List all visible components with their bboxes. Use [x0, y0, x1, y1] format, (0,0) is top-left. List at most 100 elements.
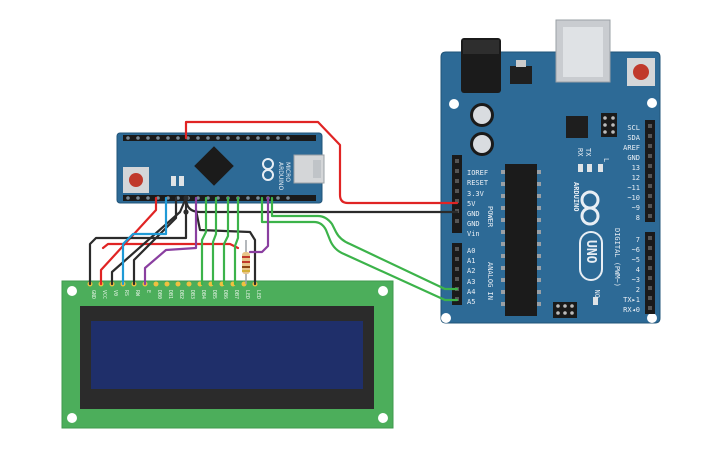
analog-header-label: ANALOG IN	[486, 262, 494, 300]
micro-led	[179, 176, 184, 186]
wire-green-db5	[211, 196, 218, 286]
lcd-pin-v0: V0	[112, 290, 118, 296]
power-pin-ioref: IOREF	[467, 169, 488, 177]
digital-pin-7: 7	[636, 236, 640, 244]
icsp-header	[601, 113, 617, 137]
power-header-label: POWER	[486, 206, 494, 228]
digital-pin-8: 8	[636, 214, 640, 222]
digital-pin-11: ~11	[627, 184, 640, 192]
arduino-micro-board[interactable]: ARDUINO MICRO	[116, 132, 325, 204]
lcd-pin-vcc: VCC	[101, 290, 107, 299]
lcd-pin-led-anode: LED	[244, 290, 250, 299]
mounting-hole	[67, 286, 77, 296]
wire-green-a4	[270, 196, 459, 291]
digital-pin-rx0: RX◂0	[623, 306, 640, 314]
micro-brand-text: ARDUINO	[277, 162, 284, 191]
digital-pin-12: 12	[632, 174, 640, 182]
arduino-logo	[580, 190, 600, 226]
digital-pin-3: ~3	[632, 276, 640, 284]
uno-brand-text: ARDUINO	[572, 182, 580, 212]
svg-text:UNO: UNO	[583, 240, 598, 264]
digital-header-bottom	[645, 232, 655, 314]
digital-pin-4: 4	[636, 266, 640, 274]
led-label-tx: TX	[584, 148, 592, 157]
wire-green-db6	[222, 196, 230, 286]
analog-pin-a5: A5	[467, 298, 475, 306]
digital-pin-scl: SCL	[627, 124, 640, 132]
digital-pin-10: ~10	[627, 194, 640, 202]
digital-pin-tx1: TX▸1	[623, 296, 640, 304]
power-pin-5v: 5V	[467, 200, 476, 208]
power-pin-3v3: 3.3V	[467, 190, 485, 198]
wire-purple-e	[143, 196, 198, 286]
wire-black-lcd-k	[194, 208, 257, 286]
analog-pin-a4: A4	[467, 288, 475, 296]
voltage-regulator	[510, 66, 532, 84]
analog-pin-a1: A1	[467, 257, 475, 265]
led-label-l: L	[602, 158, 610, 162]
led-tx	[578, 164, 583, 172]
power-pin-gnd-2: GND	[467, 220, 480, 228]
lcd-pin-db4: DB4	[200, 290, 206, 299]
mounting-hole	[449, 99, 459, 109]
digital-pin-2: 2	[636, 286, 640, 294]
led-on	[593, 297, 598, 305]
connection-node	[183, 195, 189, 201]
digital-header-label: DIGITAL (PWM~)	[613, 228, 621, 287]
led-l	[598, 164, 603, 172]
lcd-pin-rs: RS	[123, 290, 129, 296]
digital-header-top	[645, 120, 655, 222]
wire-red-5v	[184, 120, 459, 205]
lcd-pin-db3: DB3	[189, 290, 195, 299]
wire-green-db7	[233, 196, 240, 286]
arduino-uno-board[interactable]: L TX RX ON ARDUINO UNO IOREF RESET 3.3V …	[440, 19, 661, 324]
uno-model-badge: UNO	[579, 231, 603, 281]
analog-header	[452, 243, 462, 305]
mounting-hole	[378, 286, 388, 296]
wire-purple-led	[248, 196, 270, 254]
micro-led	[171, 176, 176, 186]
lcd-module[interactable]: GND VCC V0 RS RW E DB0 DB1 DB2 DB3 DB4 D…	[61, 280, 394, 429]
lcd-pin-rw: RW	[134, 290, 140, 297]
led-rx	[587, 164, 592, 172]
analog-pin-a3: A3	[467, 278, 475, 286]
lcd-pin-e: E	[145, 290, 151, 293]
power-header	[452, 155, 462, 233]
digital-pin-sda: SDA	[627, 134, 640, 142]
micro-model-text: MICRO	[284, 162, 291, 182]
analog-pin-a0: A0	[467, 247, 475, 255]
power-pin-vin: Vin	[467, 230, 480, 238]
lcd-pin-gnd: GND	[90, 290, 96, 299]
digital-pin-9: ~9	[632, 204, 640, 212]
resistor[interactable]	[242, 240, 250, 284]
on-label: ON	[594, 290, 602, 298]
mounting-hole	[378, 413, 388, 423]
mounting-hole	[647, 98, 657, 108]
digital-pin-5: ~5	[632, 256, 640, 264]
digital-pin-aref: AREF	[623, 144, 640, 152]
power-pin-reset: RESET	[467, 179, 489, 187]
mounting-hole	[647, 313, 657, 323]
micro-logo	[262, 158, 274, 181]
wire-black-lcd-rw	[132, 196, 178, 286]
analog-pin-a2: A2	[467, 267, 475, 275]
wire-black-lcd-gnd	[88, 196, 188, 286]
atmega-chip	[505, 164, 537, 316]
lcd-pin-db1: DB1	[167, 290, 173, 299]
digital-pin-gnd: GND	[627, 154, 640, 162]
micro-chip	[194, 146, 234, 186]
led-label-rx: RX	[576, 148, 584, 157]
lcd-pin-db5: DB5	[211, 290, 217, 299]
mounting-hole	[67, 413, 77, 423]
lcd-pin-led-cathode: LED	[255, 290, 261, 299]
lcd-pin-db7: DB7	[233, 290, 239, 299]
connection-node	[183, 209, 189, 215]
wire-blue-rs	[121, 196, 168, 286]
icsp-header-bottom	[553, 302, 577, 318]
digital-pin-13: 13	[632, 164, 640, 172]
power-pin-gnd-1: GND	[467, 210, 480, 218]
usb-chip	[566, 116, 588, 138]
wire-black-lcd-v0	[110, 196, 188, 286]
wire-green-a5	[260, 196, 459, 302]
